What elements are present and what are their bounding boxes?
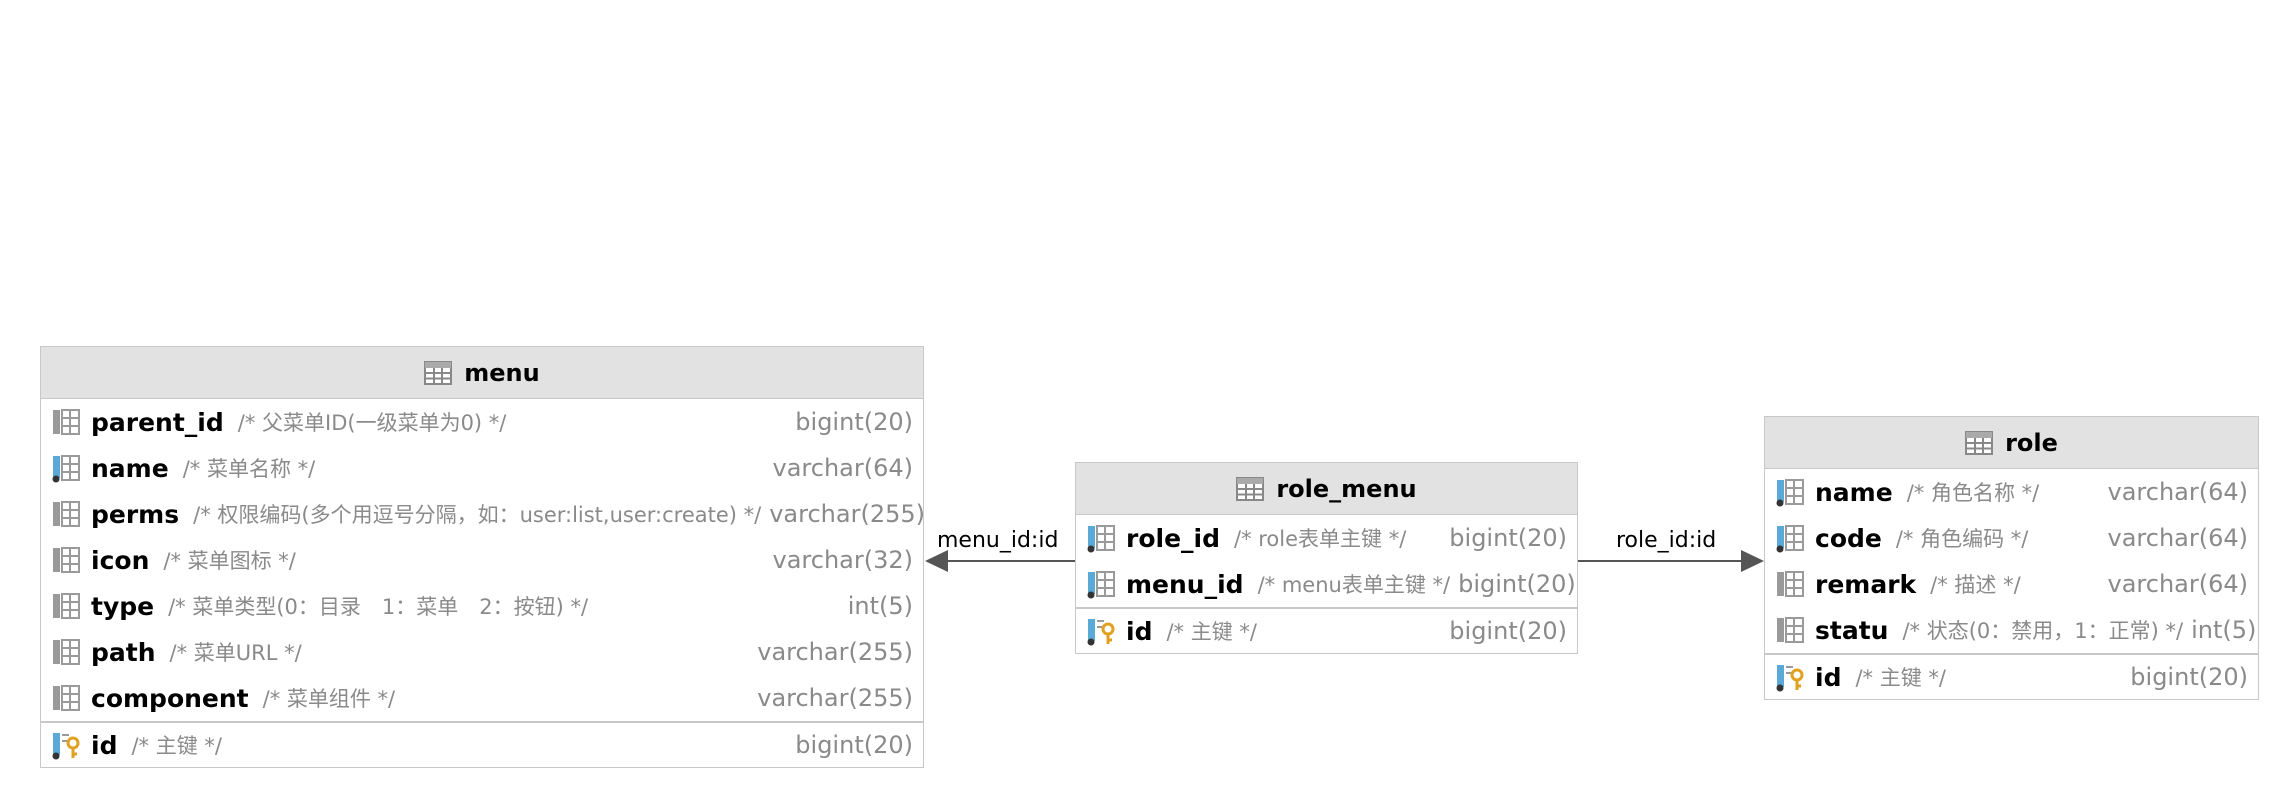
- column-icon: [1777, 571, 1804, 597]
- column-type: varchar(255): [757, 638, 913, 666]
- column-type: varchar(64): [2107, 524, 2249, 552]
- column-row[interactable]: menu_id /* menu表单主键 */ bigint(20): [1076, 561, 1577, 607]
- column-type: varchar(255): [769, 500, 925, 528]
- column-name: menu_id: [1126, 569, 1244, 599]
- column-comment: /* 角色名称 */: [1906, 481, 2040, 505]
- menu-relation-label: menu_id:id: [937, 528, 1059, 553]
- column-not-null-icon: [52, 455, 80, 483]
- column-type: bigint(20): [795, 731, 913, 759]
- primary-key-icon: [52, 733, 80, 760]
- column-type: varchar(32): [772, 546, 914, 574]
- role-relation-label: role_id:id: [1616, 528, 1717, 553]
- role-table-title: role: [2005, 428, 2058, 457]
- column-name: component: [91, 683, 249, 713]
- column-icon: [53, 639, 80, 665]
- column-name: id: [1815, 662, 1842, 692]
- column-row[interactable]: type /* 菜单类型(0：目录 1：菜单 2：按钮) */ int(5): [41, 583, 923, 629]
- column-not-null-icon: [1087, 525, 1115, 553]
- column-name: parent_id: [91, 407, 224, 437]
- column-name: type: [91, 591, 155, 621]
- column-icon: [1777, 617, 1804, 643]
- column-comment: /* 父菜单ID(一级菜单为0) */: [237, 411, 507, 435]
- column-row[interactable]: path /* 菜单URL */ varchar(255): [41, 629, 923, 675]
- column-comment: /* 主键 */: [131, 734, 222, 758]
- menu-table[interactable]: menu parent_id /* 父菜单ID(一级菜单为0) */ bigin…: [40, 346, 925, 768]
- column-type: bigint(20): [1458, 570, 1576, 598]
- role-table[interactable]: role name /* 角色名称 */ varchar(64) code /*…: [1764, 416, 2259, 700]
- primary-key-icon: [1776, 665, 1804, 692]
- column-comment: /* 角色编码 */: [1895, 527, 2029, 551]
- role-table-header[interactable]: role: [1765, 417, 2258, 469]
- column-name: statu: [1815, 615, 1889, 645]
- column-comment: /* 菜单图标 */: [163, 549, 296, 573]
- column-type: bigint(20): [1449, 617, 1567, 645]
- menu-table-header[interactable]: menu: [41, 347, 923, 399]
- column-name: name: [91, 453, 169, 483]
- primary-key-row[interactable]: id /* 主键 */ bigint(20): [41, 721, 923, 767]
- column-row[interactable]: name /* 菜单名称 */ varchar(64): [41, 445, 923, 491]
- column-icon: [53, 593, 80, 619]
- column-icon: [53, 501, 80, 527]
- column-row[interactable]: name /* 角色名称 */ varchar(64): [1765, 469, 2258, 515]
- column-row[interactable]: component /* 菜单组件 */ varchar(255): [41, 675, 923, 721]
- role-menu-table-header[interactable]: role_menu: [1076, 463, 1577, 515]
- column-not-null-icon: [1087, 571, 1115, 599]
- primary-key-row[interactable]: id /* 主键 */ bigint(20): [1765, 653, 2258, 699]
- column-row[interactable]: role_id /* role表单主键 */ bigint(20): [1076, 515, 1577, 561]
- primary-key-icon: [1087, 619, 1115, 646]
- column-type: varchar(64): [772, 454, 914, 482]
- table-icon: [424, 360, 453, 385]
- column-comment: /* 主键 */: [1855, 666, 1946, 690]
- menu-relation-arrowhead: [925, 550, 948, 572]
- role-menu-table-title: role_menu: [1276, 474, 1417, 503]
- table-icon: [1236, 476, 1265, 501]
- column-comment: /* 菜单名称 */: [182, 457, 316, 481]
- column-type: varchar(64): [2107, 570, 2249, 598]
- column-type: bigint(20): [795, 408, 913, 436]
- column-name: code: [1815, 523, 1882, 553]
- column-name: id: [91, 730, 118, 760]
- column-comment: /* 菜单类型(0：目录 1：菜单 2：按钮) */: [168, 595, 589, 619]
- column-row[interactable]: parent_id /* 父菜单ID(一级菜单为0) */ bigint(20): [41, 399, 923, 445]
- column-type: bigint(20): [2130, 663, 2248, 691]
- column-type: int(5): [847, 592, 913, 620]
- menu-table-title: menu: [464, 358, 540, 387]
- primary-key-row[interactable]: id /* 主键 */ bigint(20): [1076, 607, 1577, 653]
- column-comment: /* 状态(0：禁用，1：正常) */: [1902, 619, 2184, 643]
- column-name: path: [91, 637, 156, 667]
- column-row[interactable]: code /* 角色编码 */ varchar(64): [1765, 515, 2258, 561]
- role-menu-table[interactable]: role_menu role_id /* role表单主键 */ bigint(…: [1075, 462, 1578, 654]
- column-row[interactable]: statu /* 状态(0：禁用，1：正常) */ int(5): [1765, 607, 2258, 653]
- column-comment: /* role表单主键 */: [1234, 527, 1407, 551]
- column-row[interactable]: icon /* 菜单图标 */ varchar(32): [41, 537, 923, 583]
- column-icon: [53, 547, 80, 573]
- column-comment: /* menu表单主键 */: [1257, 573, 1451, 597]
- column-comment: /* 菜单URL */: [169, 641, 302, 665]
- column-name: name: [1815, 477, 1893, 507]
- column-icon: [53, 685, 80, 711]
- column-type: varchar(64): [2107, 478, 2249, 506]
- column-comment: /* 描述 */: [1930, 573, 2021, 597]
- column-not-null-icon: [1776, 525, 1804, 553]
- table-icon: [1965, 430, 1994, 455]
- column-name: icon: [91, 545, 150, 575]
- column-row[interactable]: perms /* 权限编码(多个用逗号分隔，如：user:list,user:c…: [41, 491, 925, 537]
- role-relation-arrowhead: [1741, 550, 1764, 572]
- column-name: perms: [91, 499, 180, 529]
- column-row[interactable]: remark /* 描述 */ varchar(64): [1765, 561, 2258, 607]
- column-type: varchar(255): [757, 684, 913, 712]
- column-icon: [53, 409, 80, 435]
- column-comment: /* 主键 */: [1166, 620, 1257, 644]
- column-not-null-icon: [1776, 479, 1804, 507]
- column-comment: /* 权限编码(多个用逗号分隔，如：user:list,user:create)…: [193, 503, 762, 527]
- column-type: bigint(20): [1449, 524, 1567, 552]
- column-comment: /* 菜单组件 */: [262, 687, 396, 711]
- column-type: int(5): [2191, 616, 2257, 644]
- column-name: role_id: [1126, 523, 1220, 553]
- column-name: remark: [1815, 569, 1917, 599]
- column-name: id: [1126, 616, 1153, 646]
